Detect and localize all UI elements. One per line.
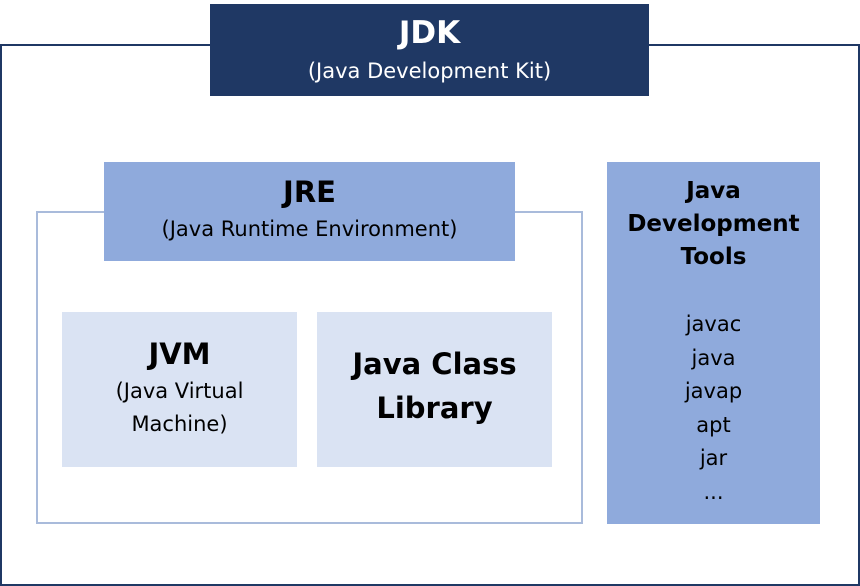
tool-item-apt: apt — [696, 412, 731, 437]
jdk-header: JDK (Java Development Kit) — [210, 4, 649, 96]
tool-item-jar: jar — [699, 446, 728, 471]
jre-subtitle: (Java Runtime Environment) — [161, 217, 458, 241]
jdk-subtitle: (Java Development Kit) — [307, 59, 552, 83]
jdk-title: JDK — [398, 15, 461, 51]
tools-list: javac java javap apt jar ... — [607, 308, 820, 510]
jre-title: JRE — [283, 175, 336, 209]
java-development-tools-box: Java Development Tools javac java javap … — [607, 162, 820, 524]
tool-item-java: java — [691, 345, 736, 370]
jvm-title: JVM — [148, 337, 211, 371]
tool-item-javap: javap — [684, 379, 743, 404]
jvm-box: JVM (Java Virtual Machine) — [62, 312, 297, 467]
java-class-library-title: Java Class Library — [352, 347, 517, 425]
tool-item-ellipsis: ... — [703, 479, 724, 504]
jvm-subtitle: (Java Virtual Machine) — [115, 379, 244, 436]
tools-title: Java Development Tools — [627, 178, 800, 270]
tool-item-javac: javac — [685, 312, 742, 336]
jre-header: JRE (Java Runtime Environment) — [104, 162, 515, 261]
java-class-library-box: Java Class Library — [317, 312, 552, 467]
